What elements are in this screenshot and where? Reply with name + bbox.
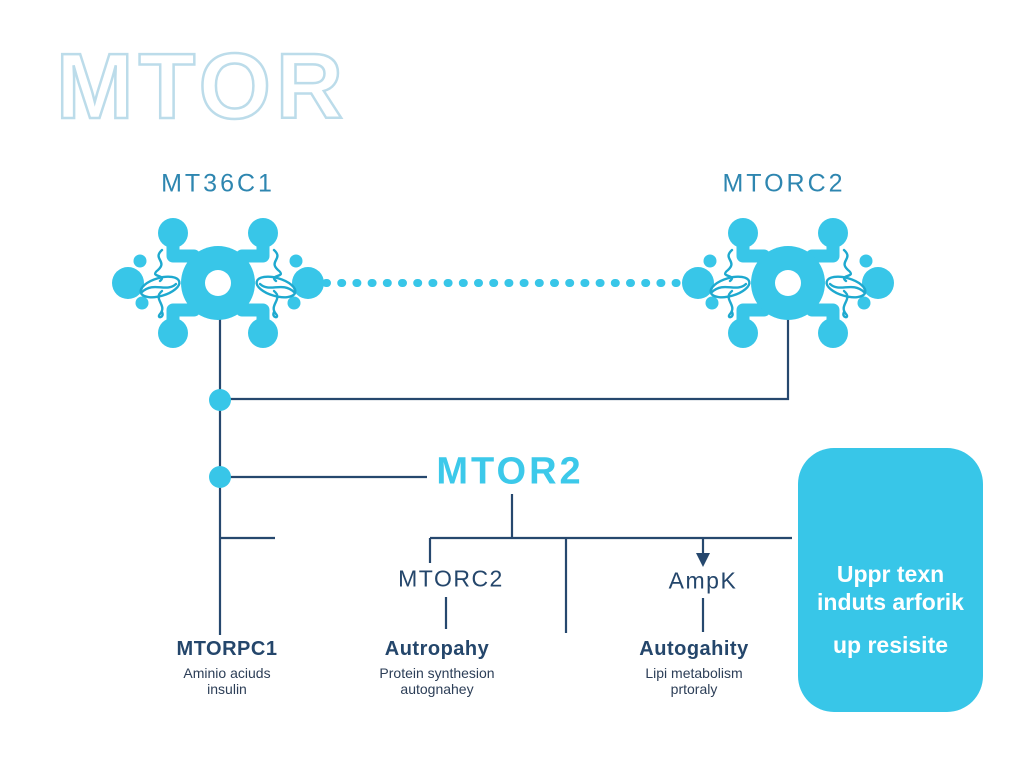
bottom-group-heading: Autogahity xyxy=(639,638,749,660)
junction-nodes xyxy=(209,389,231,488)
bottom-group-subline: insulin xyxy=(207,680,247,697)
side-box-line: Uppr texn xyxy=(836,561,945,587)
bottom-group-autophagy-2: Autogahity Lipi metabolism prtoraly xyxy=(639,638,748,697)
bottom-group-subline: Protein synthesion xyxy=(379,665,495,681)
label-mtorc2-top: MTORC2 xyxy=(722,169,846,198)
side-info-box: Uppr texn induts arforik up resisite xyxy=(798,448,983,712)
bottom-group-heading: Autropahy xyxy=(384,638,490,660)
bottom-group-mtorpc1: MTORPC1 Aminio aciuds insulin xyxy=(177,638,278,697)
bottom-group-autophagy-1: Autropahy Protein synthesion autognahey xyxy=(379,638,494,697)
page-title: MTOR xyxy=(55,34,349,138)
protein-complex-left-icon xyxy=(112,218,324,348)
label-mtorc1-top: MT36C1 xyxy=(161,169,275,198)
arrow-down-icon xyxy=(696,553,710,567)
bottom-group-heading: MTORPC1 xyxy=(176,638,278,660)
side-box-line: induts arforik xyxy=(817,589,964,615)
bottom-group-subline: Aminio aciuds xyxy=(183,665,271,681)
side-box-line: up resisite xyxy=(832,632,949,658)
bottom-group-subline: autognahey xyxy=(400,680,474,697)
branch-label-mtorc2: MTORC2 xyxy=(398,565,504,592)
bottom-group-subline: prtoraly xyxy=(670,680,718,697)
hub-label-mtor2: MTOR2 xyxy=(436,450,584,493)
connector-lines xyxy=(218,300,792,635)
branch-label-ampk: AmpK xyxy=(668,567,738,594)
bottom-group-subline: Lipi metabolism xyxy=(645,665,743,681)
